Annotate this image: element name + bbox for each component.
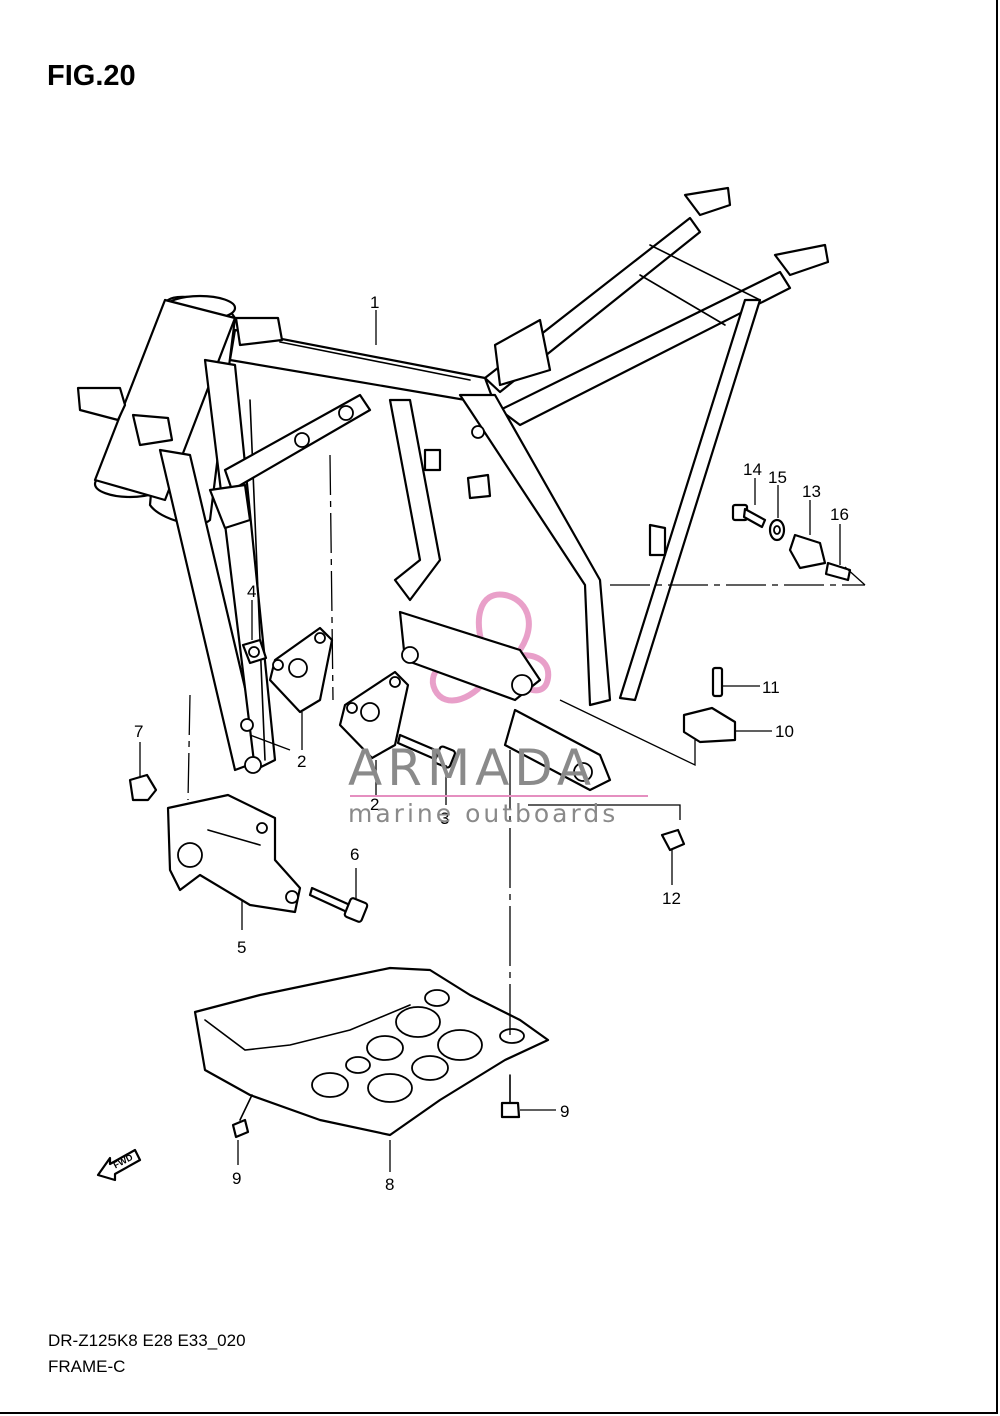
callout-16: 16 xyxy=(830,505,849,524)
fwd-direction-marker: FWD xyxy=(96,1148,142,1182)
callout-6: 6 xyxy=(350,845,359,864)
collar-13 xyxy=(788,533,827,570)
engine-mount-plate-upper xyxy=(268,626,334,714)
callout-13: 13 xyxy=(802,482,821,501)
bolt-9-right xyxy=(500,1074,521,1119)
callout-8: 8 xyxy=(385,1175,394,1194)
callout-12: 12 xyxy=(662,889,681,908)
watermark-tagline: marine outboards xyxy=(348,799,618,828)
callout-15: 15 xyxy=(768,468,787,487)
callout-labels: 1 2 2 3 4 5 6 7 8 9 9 10 11 12 13 14 15 … xyxy=(134,293,849,1194)
figure-name: FRAME-C xyxy=(48,1357,126,1376)
nut-12 xyxy=(660,828,686,852)
callout-4: 4 xyxy=(247,582,256,601)
bolt-6 xyxy=(308,886,369,923)
callout-9b: 9 xyxy=(560,1102,569,1121)
callout-2a: 2 xyxy=(297,752,306,771)
callout-14: 14 xyxy=(743,460,762,479)
leader-lines xyxy=(139,310,866,1172)
bolt-14 xyxy=(731,503,767,529)
engine-mount-bracket-front xyxy=(166,793,302,914)
callout-7: 7 xyxy=(134,722,143,741)
skid-plate xyxy=(193,966,550,1137)
watermark-text: ARMADA marine outboards xyxy=(348,739,648,828)
spacer-16 xyxy=(824,561,852,582)
callout-5: 5 xyxy=(237,938,246,957)
bolt-9-left xyxy=(231,1094,253,1139)
callout-3: 3 xyxy=(440,809,449,828)
bolt-3 xyxy=(396,733,456,769)
cushion-10 xyxy=(682,706,737,744)
callout-2b: 2 xyxy=(370,795,379,814)
callout-11: 11 xyxy=(762,678,780,697)
callout-9a: 9 xyxy=(232,1169,241,1188)
nut-4 xyxy=(241,638,268,665)
callout-1: 1 xyxy=(370,293,379,312)
watermark-brand: ARMADA xyxy=(348,739,596,797)
arrow-left-icon xyxy=(96,1148,142,1182)
figure-title: FIG.20 xyxy=(47,60,136,92)
nut-7 xyxy=(128,773,158,802)
main-frame xyxy=(76,186,830,792)
washer-15 xyxy=(768,518,786,542)
bolt-11 xyxy=(711,666,724,698)
callout-10: 10 xyxy=(775,722,794,741)
model-code: DR-Z125K8 E28 E33_020 xyxy=(48,1331,246,1350)
engine-mount-plate-lower xyxy=(338,670,410,760)
